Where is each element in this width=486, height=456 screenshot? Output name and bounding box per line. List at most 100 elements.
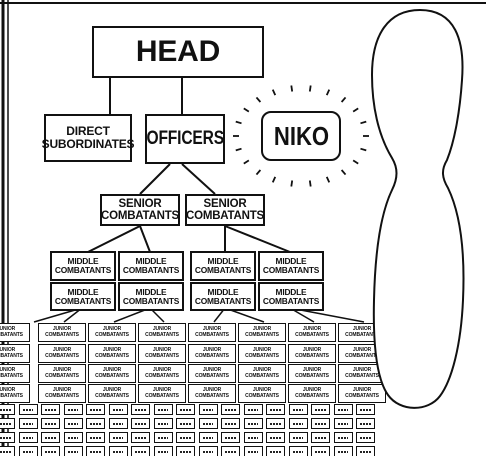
small-unit-box	[86, 418, 105, 429]
connector-senior-middle	[224, 225, 291, 253]
small-unit-text	[135, 422, 146, 425]
small-unit-text	[360, 408, 371, 411]
small-unit-text	[90, 436, 101, 439]
senior-combatants-box-label: SENIOR COMBATANTS	[100, 197, 180, 222]
small-unit-box	[18, 404, 38, 415]
officers-label: OFFICERS	[146, 128, 224, 150]
small-unit-text	[45, 422, 56, 425]
emphasis-mark	[352, 107, 359, 113]
junior-combatants-box-label: JUNIOR COMBATANTS	[295, 326, 329, 338]
emphasis-mark	[243, 159, 250, 165]
small-unit-box	[153, 404, 173, 415]
junior-combatants-box: JUNIOR COMBATANTS	[138, 344, 186, 363]
small-unit-box	[176, 418, 195, 429]
small-unit-box	[243, 404, 263, 415]
junior-combatants-box-label: JUNIOR COMBATANTS	[345, 387, 379, 399]
junior-combatants-box: JUNIOR COMBATANTS	[38, 323, 86, 342]
small-unit-text	[247, 436, 259, 439]
junior-combatants-box: JUNIOR COMBATANTS	[188, 364, 236, 383]
junior-combatants-box: JUNIOR COMBATANTS	[338, 344, 386, 363]
small-unit-box	[176, 432, 195, 443]
small-unit-text	[270, 422, 281, 425]
junior-combatants-box: JUNIOR COMBATANTS	[0, 384, 30, 403]
direct-subordinates-box: DIRECT SUBORDINATES	[41, 114, 135, 162]
small-unit-text	[90, 408, 101, 411]
small-unit-box	[176, 446, 195, 456]
junior-combatants-box-label: JUNIOR COMBATANTS	[145, 347, 179, 359]
small-unit-text	[225, 450, 236, 453]
junior-combatants-box: JUNIOR COMBATANTS	[288, 323, 336, 342]
junior-combatants-box: JUNIOR COMBATANTS	[138, 323, 186, 342]
small-unit-text	[225, 436, 236, 439]
small-unit-text	[180, 436, 191, 439]
small-unit-text	[315, 436, 326, 439]
junior-combatants-box: JUNIOR COMBATANTS	[188, 323, 236, 342]
officers-box: OFFICERS	[145, 114, 225, 164]
small-unit-box	[243, 418, 263, 429]
small-unit-box	[221, 418, 240, 429]
small-unit-box	[0, 404, 15, 415]
small-unit-text	[90, 450, 101, 453]
small-unit-text	[157, 436, 169, 439]
small-unit-text	[247, 422, 259, 425]
junior-combatants-box: JUNIOR COMBATANTS	[88, 364, 136, 383]
small-unit-text	[247, 450, 259, 453]
emphasis-mark	[308, 180, 312, 187]
middle-combatants-box-label: MIDDLE COMBATANTS	[54, 286, 112, 306]
junior-combatants-box: JUNIOR COMBATANTS	[188, 384, 236, 403]
small-unit-box	[266, 418, 285, 429]
small-unit-box	[108, 432, 128, 443]
small-unit-box	[333, 432, 353, 443]
niko-box: NIKO	[261, 111, 341, 161]
small-unit-text	[270, 436, 281, 439]
emphasis-mark	[340, 96, 347, 103]
small-unit-box	[131, 432, 150, 443]
middle-combatants-box: MIDDLE COMBATANTS	[258, 282, 324, 311]
middle-combatants-box-label: MIDDLE COMBATANTS	[262, 286, 320, 306]
emphasis-mark	[340, 169, 347, 176]
small-unit-text	[0, 422, 11, 425]
small-unit-text	[0, 436, 11, 439]
emphasis-mark	[325, 176, 331, 183]
emphasis-mark	[290, 180, 294, 187]
small-unit-box	[41, 446, 60, 456]
small-unit-box	[243, 432, 263, 443]
junior-combatants-box-label: JUNIOR COMBATANTS	[295, 367, 329, 379]
small-unit-box	[198, 404, 218, 415]
middle-combatants-box-label: MIDDLE COMBATANTS	[122, 286, 180, 306]
emphasis-mark	[360, 147, 367, 152]
small-unit-text	[180, 450, 191, 453]
junior-combatants-box-label: JUNIOR COMBATANTS	[195, 367, 229, 379]
small-unit-box	[0, 432, 15, 443]
small-unit-box	[333, 446, 353, 456]
small-unit-text	[337, 422, 349, 425]
small-unit-box	[108, 446, 128, 456]
head-label: HEAD	[135, 35, 221, 69]
middle-combatants-box: MIDDLE COMBATANTS	[190, 251, 256, 281]
small-unit-box	[0, 418, 15, 429]
junior-combatants-box: JUNIOR COMBATANTS	[238, 384, 286, 403]
small-unit-text	[225, 408, 236, 411]
middle-combatants-box-label: MIDDLE COMBATANTS	[262, 256, 320, 275]
small-unit-text	[135, 436, 146, 439]
small-unit-box	[131, 404, 150, 415]
middle-combatants-box: MIDDLE COMBATANTS	[50, 251, 116, 281]
junior-combatants-box-label: JUNIOR COMBATANTS	[145, 387, 179, 399]
junior-combatants-box: JUNIOR COMBATANTS	[288, 344, 336, 363]
middle-combatants-box: MIDDLE COMBATANTS	[118, 282, 184, 311]
small-unit-text	[360, 436, 371, 439]
direct-subordinates-label: DIRECT SUBORDINATES	[41, 124, 135, 151]
small-unit-box	[108, 404, 128, 415]
junior-combatants-box: JUNIOR COMBATANTS	[88, 384, 136, 403]
small-unit-box	[153, 432, 173, 443]
junior-combatants-box-label: JUNIOR COMBATANTS	[195, 326, 229, 338]
small-unit-box	[108, 418, 128, 429]
emphasis-mark	[290, 85, 294, 92]
junior-combatants-box: JUNIOR COMBATANTS	[0, 364, 30, 383]
small-unit-box	[86, 446, 105, 456]
small-unit-box	[18, 418, 38, 429]
small-unit-text	[157, 450, 169, 453]
middle-combatants-box-label: MIDDLE COMBATANTS	[194, 286, 252, 306]
junior-combatants-box: JUNIOR COMBATANTS	[288, 364, 336, 383]
